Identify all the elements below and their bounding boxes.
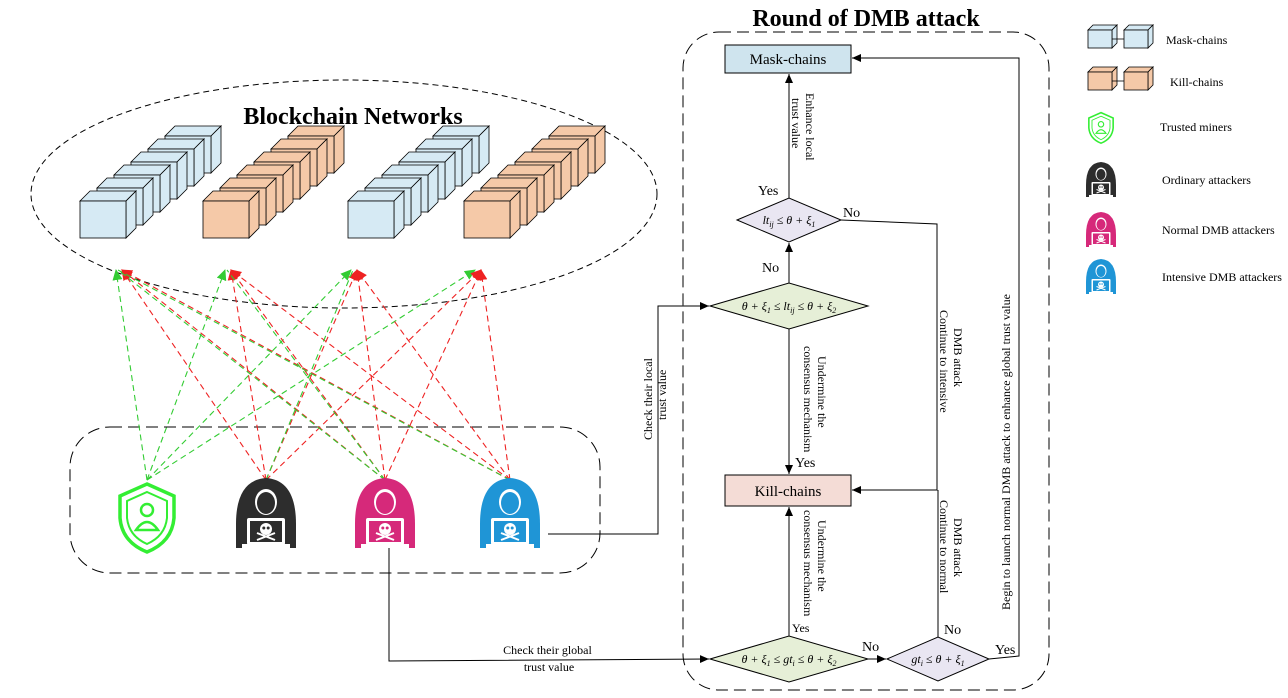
chain-stacks xyxy=(79,125,606,239)
legend-label: Trusted miners xyxy=(1160,120,1232,134)
mask-chains-icon xyxy=(1087,24,1154,49)
kill-chain-stack xyxy=(463,125,606,239)
mask-chain-stack xyxy=(79,125,222,239)
decision-local-range-label: θ + ξ1 ≤ ltij ≤ θ + ξ2 xyxy=(742,299,837,315)
dmb-round-container xyxy=(682,31,1050,691)
legend-label: Normal DMB attackers xyxy=(1162,223,1275,237)
check-local-label: Check their local trust value xyxy=(641,355,669,440)
legend-label: Intensive DMB attackers xyxy=(1162,270,1282,284)
trusted-miner-icon xyxy=(1088,111,1114,145)
mask-chains-node: Mask-chains xyxy=(724,44,852,74)
legend-block xyxy=(1123,66,1154,91)
kill-chains-node: Kill-chains xyxy=(724,474,852,507)
yes-label-d4: Yes xyxy=(995,643,1015,658)
legend-block xyxy=(1087,24,1118,49)
intensive-dmb-attacker-icon xyxy=(1086,259,1116,294)
decision-local-low-label: ltij ≤ θ + ξ1 xyxy=(763,213,816,229)
flow-arrows xyxy=(388,54,1020,664)
decision-global-low: gti ≤ θ + ξ1 xyxy=(885,636,991,682)
kill-chains-label: Kill-chains xyxy=(755,484,822,500)
begin-launch-label: Begin to launch normal DMB attack to enh… xyxy=(999,294,1013,610)
chain-block xyxy=(202,190,260,239)
no-label-d2: No xyxy=(762,261,779,276)
chain-block xyxy=(347,190,405,239)
continue-intensive-label: Continue to intensive DMB attack xyxy=(937,310,965,416)
mask-chain-stack xyxy=(347,125,490,239)
yes-label-d1: Yes xyxy=(758,184,778,199)
enhance-local-label: Enhance local trust value xyxy=(789,93,817,164)
chain-block xyxy=(79,190,137,239)
undermine-label-2: Undermine the consensus mechanism xyxy=(801,510,829,617)
legend-item: Kill-chains xyxy=(1087,66,1224,91)
legend-item: Ordinary attackers xyxy=(1086,162,1251,197)
legend-block xyxy=(1123,24,1154,49)
decision-global-range: θ + ξ1 ≤ gti ≤ θ + ξ2 xyxy=(708,635,870,683)
continue-normal-label: Continue to normal DMB attack xyxy=(937,500,965,596)
legend-item: Normal DMB attackers xyxy=(1086,212,1275,247)
legend-item: Trusted miners xyxy=(1088,111,1232,145)
ordinary-attacker-icon xyxy=(1086,162,1116,197)
blockchain-networks-title: Blockchain Networks xyxy=(243,104,462,130)
chain-block xyxy=(463,190,521,239)
round-of-dmb-attack-title: Round of DMB attack xyxy=(752,6,980,32)
normal-dmb-attacker-icon xyxy=(355,478,415,548)
decision-global-low-label: gti ≤ θ + ξ1 xyxy=(911,652,964,668)
miners xyxy=(118,478,540,554)
edge-labels: Yes No No Yes Yes No No Yes Enhance loca… xyxy=(503,93,1015,674)
normal-dmb-attacker-icon xyxy=(1086,212,1116,247)
trusted-miner-icon xyxy=(118,482,176,554)
miner-group-box xyxy=(69,426,601,574)
kill-chain-stack xyxy=(202,125,345,239)
yes-label-d3: Yes xyxy=(792,621,810,635)
yes-label-d2: Yes xyxy=(795,456,815,471)
legend-item: Mask-chains xyxy=(1087,24,1228,49)
ordinary-attacker-icon xyxy=(236,478,296,548)
intensive-dmb-attacker-icon xyxy=(480,478,540,548)
legend-label: Ordinary attackers xyxy=(1162,173,1251,187)
decision-local-low: ltij ≤ θ + ξ1 xyxy=(735,197,843,243)
blockchain-network-ellipse xyxy=(30,79,658,309)
undermine-label-1: Undermine the consensus mechanism xyxy=(801,346,829,453)
miner-to-network-links xyxy=(112,269,511,481)
kill-chains-icon xyxy=(1087,66,1154,91)
legend-label: Mask-chains xyxy=(1166,33,1228,47)
check-global-label: Check their global trust value xyxy=(503,643,595,674)
no-label-d3: No xyxy=(862,640,879,655)
legend-block xyxy=(1087,66,1118,91)
decision-local-range: θ + ξ1 ≤ ltij ≤ θ + ξ2 xyxy=(708,282,870,330)
legend-item: Intensive DMB attackers xyxy=(1086,259,1282,294)
no-label-d4: No xyxy=(944,623,961,638)
legend-label: Kill-chains xyxy=(1170,75,1224,89)
decision-global-range-label: θ + ξ1 ≤ gti ≤ θ + ξ2 xyxy=(741,652,836,668)
mask-chains-label: Mask-chains xyxy=(750,52,827,68)
no-label-d1: No xyxy=(843,206,860,221)
